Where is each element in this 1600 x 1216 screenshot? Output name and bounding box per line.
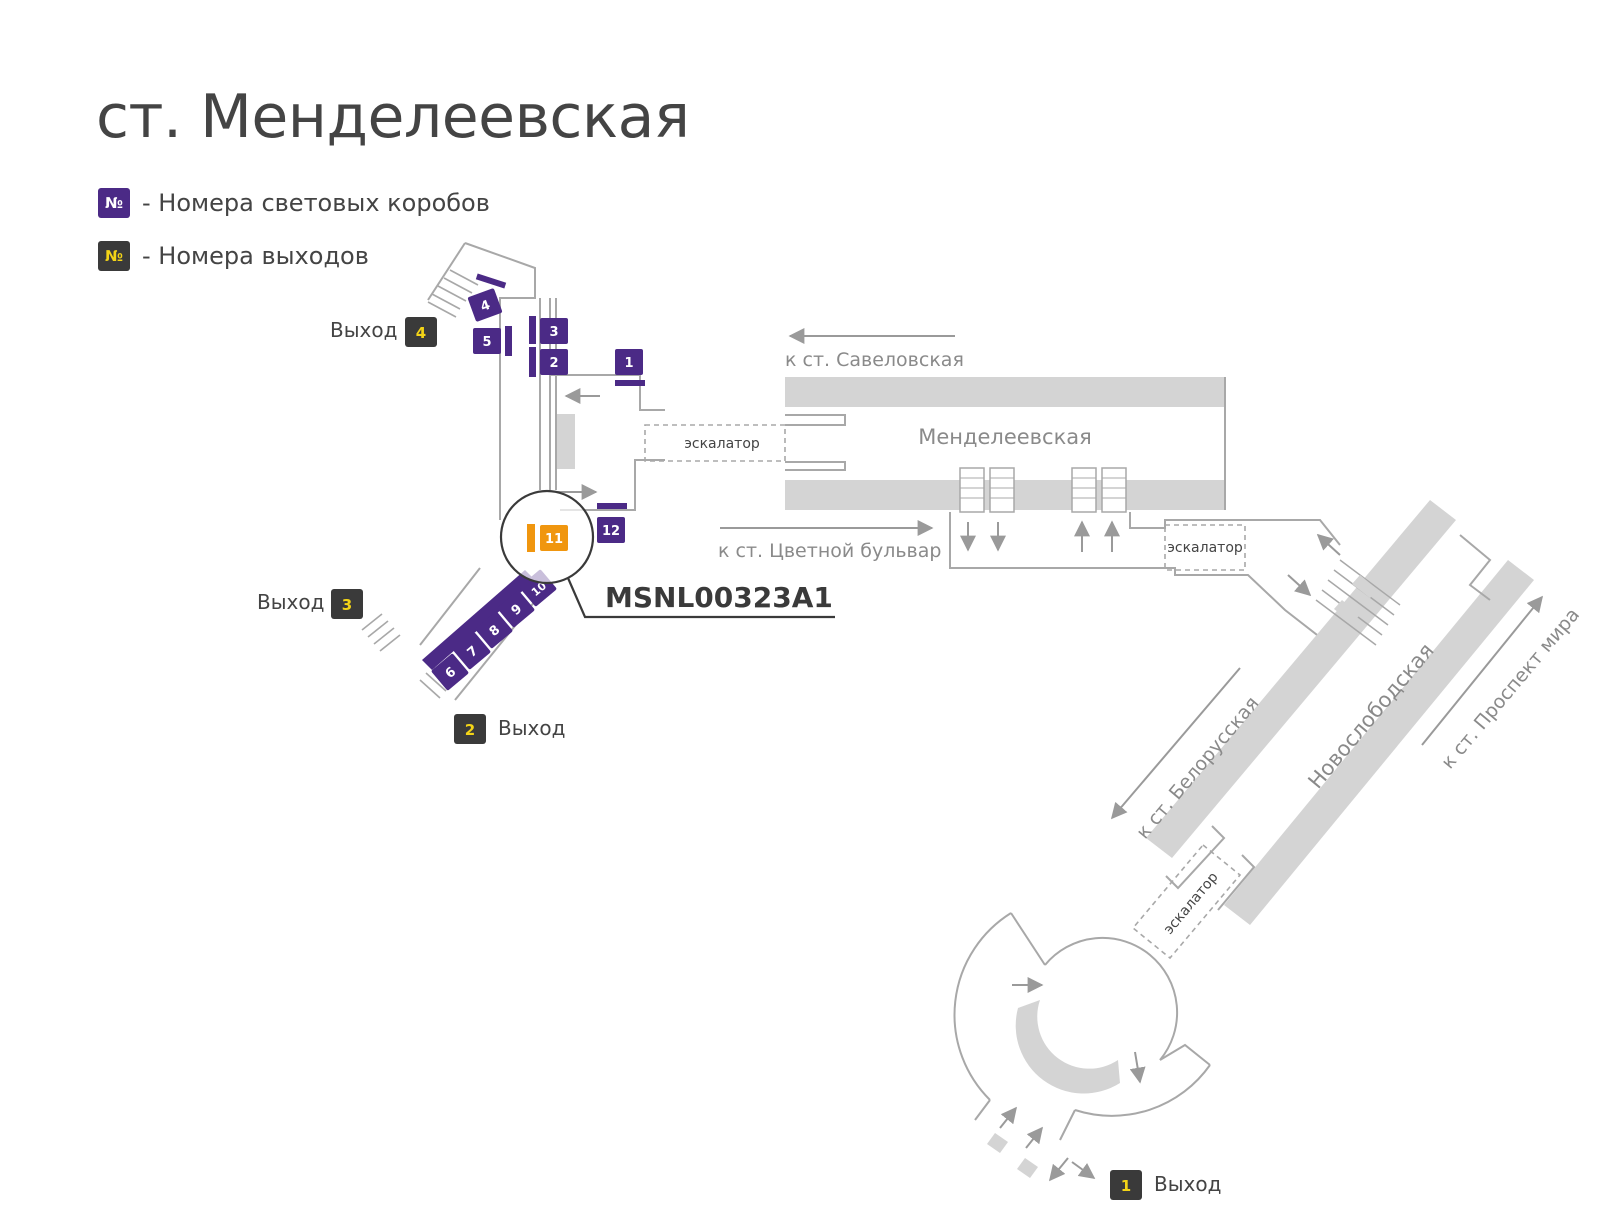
light-box-1-label: 1 [624, 356, 633, 371]
light-box-8 [475, 611, 513, 649]
exit-4-number: 4 [416, 324, 426, 342]
stairs-exit-4 [427, 269, 479, 318]
stair-block-b [1334, 600, 1360, 623]
light-box-5-label: 5 [482, 335, 491, 350]
exit-4-badge [405, 317, 437, 347]
arrow-exit-1-in [999, 1106, 1017, 1129]
arrow-round-down [1129, 1051, 1146, 1084]
exit-1: 1 Выход [1110, 1170, 1221, 1200]
label-mendeleevskaya: Менделеевская [918, 425, 1092, 449]
escalator-mid [1164, 524, 1246, 571]
exit-1-badge [1110, 1170, 1142, 1200]
exit-2-number: 2 [465, 721, 475, 739]
escalator-mid-label: эскалатор [1167, 540, 1243, 556]
light-box-3-label: 3 [549, 325, 558, 340]
light-box-7 [453, 632, 491, 670]
light-box-2-bar [529, 347, 536, 377]
platform-stair-steps [960, 477, 1126, 499]
exit-3: Выход 3 [257, 589, 363, 619]
light-box-2 [540, 349, 568, 375]
light-box-4-bar [475, 273, 507, 289]
arrow-exit-1-out [1048, 1157, 1069, 1182]
escalator-top-label: эскалатор [684, 436, 760, 452]
exit-3-badge [331, 589, 363, 619]
exit-2: 2 Выход [454, 714, 565, 744]
highlight-callout: 11 MSNL00323A1 [499, 489, 835, 619]
light-box-1 [615, 349, 643, 375]
exit-2-badge [454, 714, 486, 744]
light-box-1-bar [615, 380, 645, 386]
transfer-passage [949, 512, 1341, 646]
light-boxes-diagonal: 6 7 8 9 10 [431, 569, 557, 691]
legend-box-badge: № [98, 188, 130, 218]
light-box-3-bar [529, 316, 536, 344]
arrow-to-prospekt-mira [1421, 595, 1544, 746]
exit-3-number: 3 [342, 596, 352, 614]
exit-4: Выход 4 [330, 317, 437, 347]
label-to-savelovskaya: к ст. Савеловская [785, 349, 964, 371]
light-box-12 [597, 517, 625, 543]
stair-block-a [1352, 575, 1378, 598]
light-box-2-label: 2 [549, 356, 558, 371]
legend-exits: № - Номера выходов [98, 240, 369, 272]
light-boxes: 1 2 3 4 5 12 [467, 273, 645, 543]
light-box-11-bar [527, 524, 535, 552]
light-box-11 [540, 525, 568, 551]
light-box-11-label: 11 [545, 532, 563, 547]
arrow-exit-1-in-2 [1025, 1126, 1043, 1149]
light-box-12-label: 12 [602, 524, 620, 539]
legend-box-text: - Номера световых коробов [142, 189, 490, 217]
legend-exit-badge: № [98, 241, 130, 271]
light-box-9 [497, 590, 535, 628]
light-box-12-bar [597, 503, 627, 509]
escalator-top [644, 424, 786, 462]
callout-leader [566, 577, 835, 619]
legend-exit-text: - Номера выходов [142, 242, 369, 270]
escalator-diag [1131, 843, 1242, 960]
turnstile-a [987, 1133, 1008, 1153]
exit-3-label: Выход [257, 590, 324, 614]
light-box-5 [473, 328, 501, 354]
stairs-exit-3 [361, 613, 401, 652]
highlight-code: MSNL00323A1 [605, 581, 833, 614]
exit-1-label: Выход [1154, 1172, 1221, 1196]
light-box-3 [540, 318, 568, 344]
round-vestibule-block [1015, 1000, 1120, 1094]
label-to-tsvetnoy: к ст. Цветной бульвар [718, 540, 941, 562]
exit-4-label: Выход [330, 318, 397, 342]
arrow-se [1287, 574, 1312, 597]
arrow-nw [1316, 533, 1341, 556]
arrow-to-belorusskaya [1110, 667, 1241, 820]
light-box-5-bar [505, 326, 512, 356]
arrow-exit-1-out-2 [1071, 1161, 1096, 1179]
turnstile-b [1017, 1158, 1038, 1178]
kiosk-block [557, 414, 575, 469]
exit-1-number: 1 [1121, 1177, 1131, 1195]
platform-stairs [959, 467, 1127, 513]
light-box-strip [422, 570, 535, 670]
legend-light-boxes: № - Номера световых коробов [98, 187, 490, 219]
exit-2-label: Выход [498, 716, 565, 740]
page-title: ст. Менделеевская [96, 82, 690, 152]
round-vestibule [953, 912, 1211, 1141]
light-box-6 [431, 653, 469, 691]
light-box-4 [467, 288, 503, 322]
